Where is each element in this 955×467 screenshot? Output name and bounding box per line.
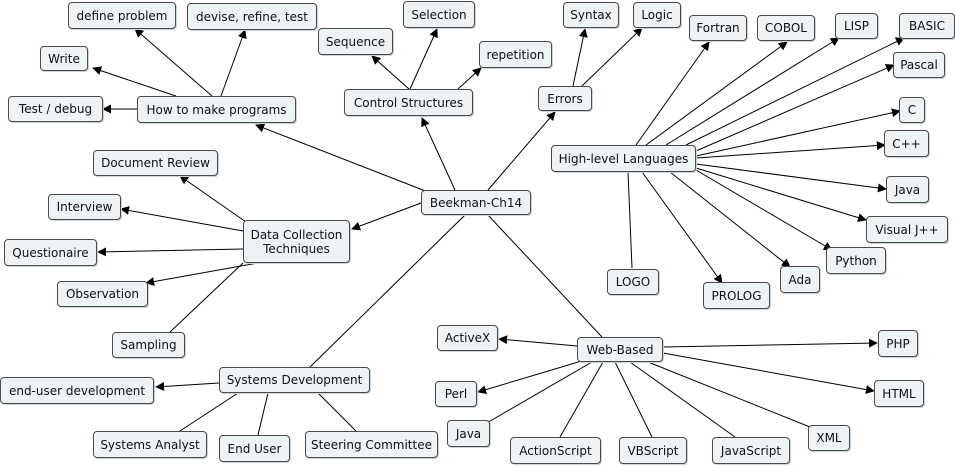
connector-0	[256, 125, 428, 192]
node-data-collection-techniques[interactable]: Data Collection Techniques	[243, 220, 350, 263]
connector-33	[180, 393, 238, 431]
node-basic[interactable]: BASIC	[899, 13, 955, 39]
node-cobol[interactable]: COBOL	[757, 15, 815, 41]
node-xml[interactable]: XML	[808, 425, 850, 451]
node-javascript[interactable]: JavaScript	[712, 437, 790, 464]
connector-39	[485, 362, 592, 424]
connector-32	[156, 383, 219, 387]
node-web-based[interactable]: Web-Based	[577, 337, 663, 362]
node-fortran[interactable]: Fortran	[689, 15, 747, 41]
connector-6	[372, 56, 409, 89]
connector-8	[458, 68, 481, 89]
node-syntax[interactable]: Syntax	[563, 2, 619, 28]
node-c[interactable]: C	[899, 97, 925, 123]
node-activex[interactable]: ActiveX	[437, 325, 498, 351]
node-sequence[interactable]: Sequence	[318, 28, 393, 55]
connector-44	[663, 353, 874, 391]
node-end-user-development[interactable]: end-user development	[0, 377, 154, 404]
node-steering-committee[interactable]: Steering Committee	[305, 431, 438, 458]
connector-37	[499, 339, 577, 346]
node-ada[interactable]: Ada	[780, 266, 820, 293]
node-questionaire[interactable]: Questionaire	[4, 239, 97, 266]
node-test-debug[interactable]: Test / debug	[8, 96, 103, 122]
connector-28	[98, 249, 243, 252]
node-systems-analyst[interactable]: Systems Analyst	[93, 431, 207, 458]
node-control-structures[interactable]: Control Structures	[344, 89, 473, 116]
node-java-hll[interactable]: Java	[886, 176, 929, 203]
node-actionscript[interactable]: ActionScript	[510, 437, 601, 464]
connector-14	[666, 38, 839, 145]
connector-36	[488, 215, 602, 337]
connector-21	[696, 170, 832, 250]
node-python[interactable]: Python	[826, 247, 886, 274]
node-document-review[interactable]: Document Review	[93, 150, 218, 176]
connector-11	[582, 28, 642, 86]
connector-9	[488, 112, 555, 190]
connector-42	[630, 362, 735, 437]
node-lisp[interactable]: LISP	[835, 13, 878, 39]
connector-12	[636, 42, 709, 145]
connector-43	[648, 362, 815, 429]
node-prolog[interactable]: PROLOG	[703, 282, 770, 309]
node-html[interactable]: HTML	[874, 380, 924, 407]
connector-10	[573, 29, 585, 86]
node-interview[interactable]: Interview	[48, 194, 121, 220]
node-write[interactable]: Write	[40, 46, 88, 71]
connector-2	[221, 30, 245, 96]
connector-34	[258, 393, 268, 435]
connector-26	[180, 176, 246, 222]
connector-7	[410, 29, 437, 89]
node-repetition[interactable]: repetition	[479, 41, 552, 68]
connector-24	[628, 172, 632, 268]
node-java-web[interactable]: Java	[447, 420, 490, 447]
node-beekman-ch14[interactable]: Beekman-Ch14	[421, 190, 531, 215]
connector-38	[478, 360, 585, 392]
connector-45	[663, 343, 877, 347]
connector-29	[146, 263, 258, 283]
node-sampling[interactable]: Sampling	[112, 332, 185, 358]
connector-27	[121, 209, 243, 231]
node-visual-jpp[interactable]: Visual J++	[866, 216, 948, 243]
node-high-level-languages[interactable]: High-level Languages	[551, 145, 696, 172]
node-vbscript[interactable]: VBScript	[619, 437, 687, 464]
node-define-problem[interactable]: define problem	[68, 2, 176, 29]
node-how-to-make-programs[interactable]: How to make programs	[137, 96, 296, 123]
connector-18	[696, 145, 885, 158]
connector-40	[560, 362, 603, 437]
node-logo[interactable]: LOGO	[607, 269, 659, 295]
node-logic[interactable]: Logic	[633, 2, 681, 28]
connector-25	[352, 203, 421, 229]
connector-3	[93, 68, 176, 96]
node-systems-development[interactable]: Systems Development	[219, 367, 370, 393]
connector-23	[642, 172, 722, 283]
node-pascal[interactable]: Pascal	[893, 52, 945, 78]
node-cpp[interactable]: C++	[884, 130, 929, 157]
node-observation[interactable]: Observation	[57, 281, 148, 307]
connector-17	[696, 111, 900, 156]
node-errors[interactable]: Errors	[538, 86, 592, 111]
connector-35	[318, 393, 356, 431]
connector-30	[170, 263, 243, 332]
connector-22	[670, 172, 790, 267]
connector-5	[422, 118, 455, 190]
node-end-user[interactable]: End User	[219, 435, 290, 462]
node-perl[interactable]: Perl	[435, 381, 477, 407]
node-php[interactable]: PHP	[878, 330, 918, 357]
node-devise-refine-test[interactable]: devise, refine, test	[187, 3, 317, 30]
node-selection[interactable]: Selection	[403, 1, 475, 28]
